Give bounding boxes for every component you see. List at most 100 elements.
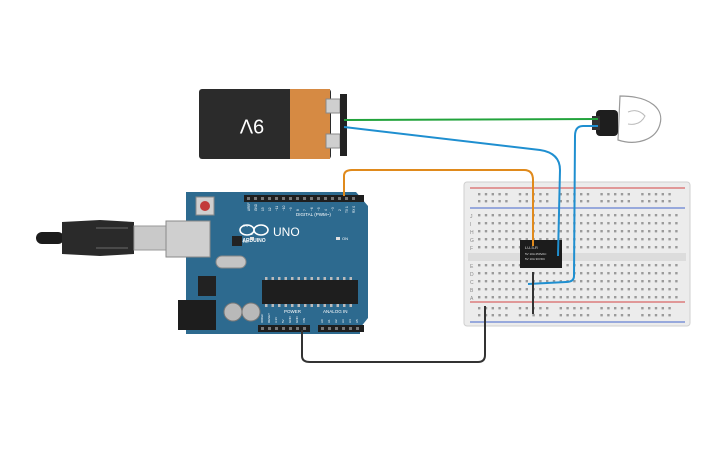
breadboard-hole [512,272,515,275]
breadboard-hole [580,272,583,275]
breadboard-hole [484,230,488,233]
usb-cable[interactable] [36,220,167,256]
breadboard-hole [552,288,556,291]
breadboard-hole [566,272,569,275]
header-pin [335,327,338,330]
rail-hole [491,307,494,310]
breadboard-hole [505,238,508,241]
breadboard-hole [546,280,549,283]
rail-hole [641,307,644,310]
wire-blue-battery-to-relay[interactable] [343,126,562,257]
breadboard-hole [512,230,515,233]
breadboard-hole [546,214,549,217]
rail-hole [518,193,522,196]
breadboard-hole [525,272,528,275]
battery-9v[interactable]: 9V [199,89,347,159]
header-pin [352,197,355,200]
breadboard-hole [566,214,569,217]
wire-green-battery-to-bulb[interactable] [343,118,599,121]
rail-hole [525,307,528,310]
pin-label: 2 [338,209,342,211]
breadboard-hole [525,238,528,241]
header-pin [303,197,306,200]
pin-label: ~11 [275,206,279,211]
l-led-label: L [251,231,254,236]
breadboard-hole [593,288,596,291]
row-letter: E [470,264,474,270]
bulb-socket [596,110,618,136]
breadboard-hole [484,246,488,249]
breadboard-hole [505,280,508,283]
breadboard-hole [641,272,644,275]
relay-module[interactable]: LU-5-R 5V 10A 250VAC 5V 10A 30VDC [520,240,562,268]
rail-hole [478,200,481,203]
breadboard-hole [654,264,658,267]
breadboard-hole [620,288,624,291]
rail-hole [648,200,651,203]
wire-orange-pin2-to-relay[interactable] [343,169,534,246]
rail-hole [600,314,603,317]
rail-hole [648,314,651,317]
chip-leg [284,277,287,280]
chip-leg [291,277,294,280]
row-letters-top: J I H G F [470,214,474,252]
breadboard-hole [478,222,481,225]
rail-hole [566,314,569,317]
breadboard-hole [580,264,583,267]
breadboard-hole [478,238,481,241]
relay-body [520,240,562,268]
rail-hole [600,193,603,196]
breadboard-hole [539,280,542,283]
rail-hole [661,314,664,317]
breadboard-hole [675,296,678,299]
breadboard-hole [600,238,603,241]
breadboard-hole [648,296,651,299]
breadboard-hole [566,230,569,233]
wire-black-gnd-to-breadboard[interactable] [301,306,486,363]
breadboard-hole [491,296,494,299]
breadboard-hole [607,238,610,241]
breadboard-hole [546,272,549,275]
breadboard-hole [593,264,596,267]
breadboard[interactable]: J I H G F E D C B A [463,181,691,327]
rail-hole [505,314,508,317]
breadboard-hole [627,246,630,249]
breadboard-hole [620,214,624,217]
wire-blue-bulb-to-breadboard[interactable] [527,125,598,285]
chip-leg [278,304,281,307]
chip-leg [336,304,339,307]
chip-leg [271,277,274,280]
arduino-logo-text: ARDUINO [242,238,265,244]
rail-hole [641,200,644,203]
breadboard-hole [627,272,630,275]
light-bulb[interactable] [592,95,662,143]
breadboard-hole [661,238,664,241]
usb-controller-chip [232,236,242,246]
digital-header-label: DIGITAL (PWM~) [296,212,331,217]
breadboard-hole [539,272,542,275]
row-letter: B [470,288,474,294]
breadboard-hole [505,246,508,249]
breadboard-hole [620,222,624,225]
analog-header[interactable] [318,325,364,332]
breadboard-hole [600,288,603,291]
pin-label: 3.3V [274,317,278,323]
breadboard-hole [491,288,494,291]
breadboard-hole [607,264,610,267]
rail-hole [478,314,481,317]
breadboard-hole [491,238,494,241]
bottom-header-pins [261,327,359,330]
breadboard-hole [559,296,562,299]
rail-hole [518,307,522,310]
breadboard-hole [552,280,556,283]
breadboard-hole [654,272,658,275]
row-letter: H [470,230,474,236]
breadboard-center-channel [468,253,686,261]
pin-label: TX 1 [345,206,349,213]
breadboard-hole [620,238,624,241]
breadboard-hole [566,238,569,241]
breadboard-hole [641,222,644,225]
rail-hole [586,314,590,317]
breadboard-hole [661,264,664,267]
arduino-uno-board[interactable]: ARDUINO UNO ON L TX RX DIGITAL (PWM~) PO… [165,192,368,334]
